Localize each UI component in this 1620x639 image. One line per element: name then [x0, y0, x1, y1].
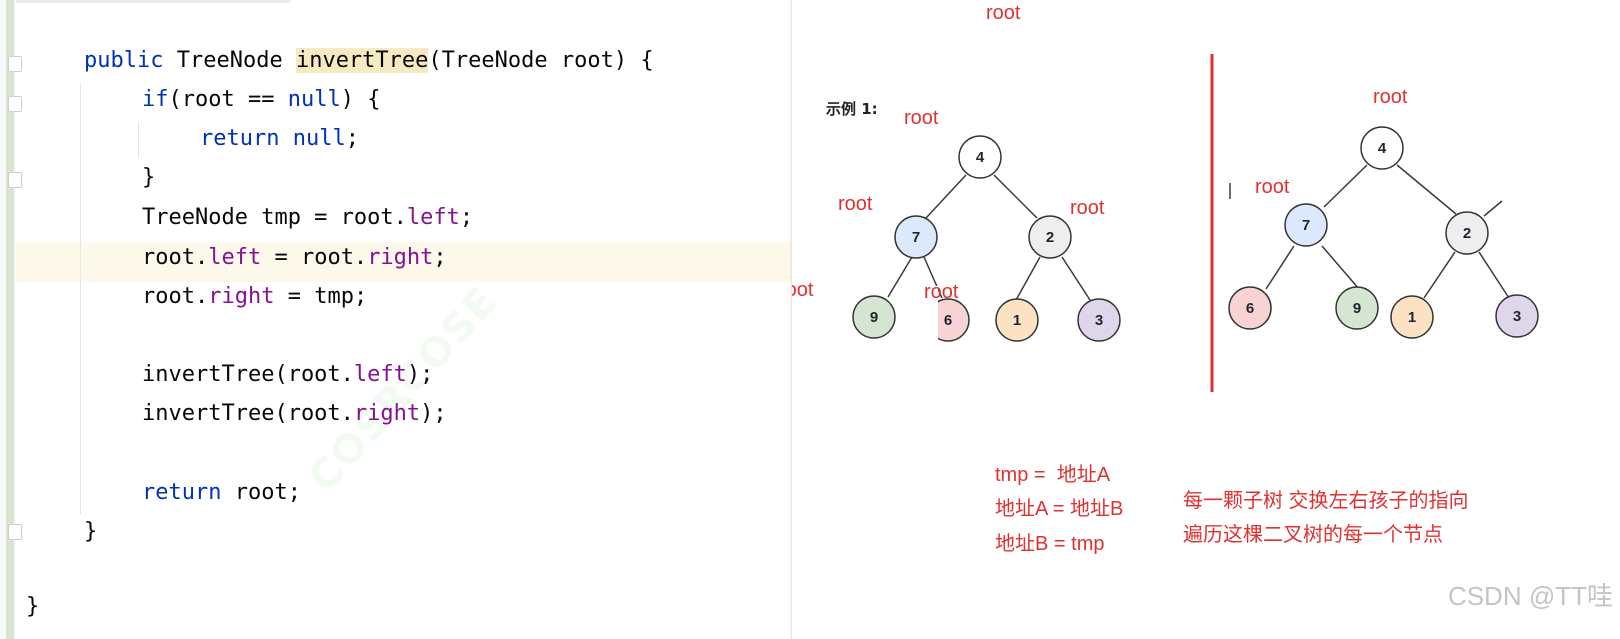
- node-4: 4: [958, 135, 1002, 179]
- code-line-if[interactable]: if(root == null) {: [142, 87, 381, 112]
- right-tree-edges: [1265, 164, 1510, 299]
- svg-text:2: 2: [1463, 225, 1471, 242]
- root-label: root: [924, 281, 959, 303]
- root-label: root: [838, 193, 873, 215]
- note-line: tmp = 地址A: [995, 464, 1111, 486]
- binary-tree-diagram: 4 7 2 9 6 1 3 4 7 2 6 9 1 3 root root ro…: [792, 2, 1539, 392]
- svg-text:7: 7: [912, 229, 920, 246]
- svg-text:3: 3: [1513, 308, 1521, 325]
- node-2: 2: [1028, 215, 1072, 259]
- crop-mask: [926, 286, 938, 340]
- watermark: COSRCOSE: [300, 277, 508, 501]
- node-2: 2: [1445, 211, 1489, 255]
- root-label: root: [792, 279, 814, 301]
- code-line-if-close[interactable]: }: [142, 165, 156, 190]
- current-line-highlight: [16, 242, 791, 282]
- indent-guide: [80, 84, 81, 514]
- note-line: 地址A = 地址B: [995, 498, 1124, 520]
- svg-text:4: 4: [976, 149, 985, 166]
- fold-marker-icon[interactable]: [8, 96, 22, 112]
- change-marker-bar: [6, 0, 14, 639]
- node-1: 1: [995, 298, 1039, 342]
- fold-marker-icon[interactable]: [8, 524, 22, 540]
- diagram-image-panel: 4 7 2 9 6 1 3 4 7 2 6 9 1 3 root root ro…: [791, 0, 1620, 639]
- code-line-swap-right[interactable]: root.right = tmp;: [142, 284, 368, 309]
- node-7: 7: [1284, 203, 1328, 247]
- note-line: 遍历这棵二叉树的每一个节点: [1183, 524, 1443, 546]
- csdn-credit: CSDN @TT哇: [1447, 581, 1613, 611]
- svg-text:1: 1: [1408, 309, 1416, 326]
- root-label: root: [904, 107, 939, 129]
- svg-text:1: 1: [1013, 312, 1021, 329]
- svg-text:9: 9: [1353, 300, 1361, 317]
- code-line-return-root[interactable]: return root;: [142, 480, 301, 505]
- svg-text:3: 3: [1095, 312, 1103, 329]
- editor-top-border: [0, 0, 290, 3]
- code-line-signature[interactable]: public TreeNode invertTree(TreeNode root…: [84, 48, 654, 73]
- node-6: 6: [1228, 286, 1272, 330]
- root-label: root: [1255, 176, 1290, 198]
- example-title: 示例 1:: [826, 100, 878, 118]
- root-label: root: [1373, 86, 1408, 108]
- svg-text:4: 4: [1378, 140, 1387, 157]
- code-line-swap-left[interactable]: root.left = root.right;: [142, 245, 447, 270]
- code-line-recurse-right[interactable]: invertTree(root.right);: [142, 401, 447, 426]
- node-7: 7: [894, 215, 938, 259]
- indent-guide: [138, 122, 139, 158]
- root-label: root: [1070, 197, 1105, 219]
- fold-marker-icon[interactable]: [8, 172, 22, 188]
- code-line-class-close[interactable]: }: [26, 594, 40, 619]
- code-line-method-close[interactable]: }: [84, 519, 98, 544]
- method-name[interactable]: invertTree: [295, 48, 429, 73]
- code-line-recurse-left[interactable]: invertTree(root.left);: [142, 362, 434, 387]
- note-line: 每一颗子树 交换左右孩子的指向: [1183, 490, 1469, 512]
- node-3: 3: [1495, 294, 1539, 338]
- node-3: 3: [1077, 298, 1121, 342]
- node-9: 9: [1335, 286, 1379, 330]
- svg-text:2: 2: [1046, 229, 1054, 246]
- node-4: 4: [1360, 126, 1404, 170]
- svg-text:7: 7: [1302, 217, 1310, 234]
- node-9: 9: [852, 295, 896, 339]
- note-line: 地址B = tmp: [995, 533, 1105, 555]
- svg-text:6: 6: [1246, 300, 1254, 317]
- left-tree-edges: [887, 174, 1091, 301]
- code-line-tmp[interactable]: TreeNode tmp = root.left;: [142, 205, 474, 230]
- svg-text:6: 6: [944, 312, 952, 329]
- fold-marker-icon[interactable]: [8, 56, 22, 72]
- root-label: root: [986, 2, 1021, 24]
- code-line-return-null[interactable]: return null;: [200, 126, 359, 151]
- editor-gutter: [0, 0, 22, 639]
- node-1: 1: [1390, 295, 1434, 339]
- svg-text:9: 9: [870, 309, 878, 326]
